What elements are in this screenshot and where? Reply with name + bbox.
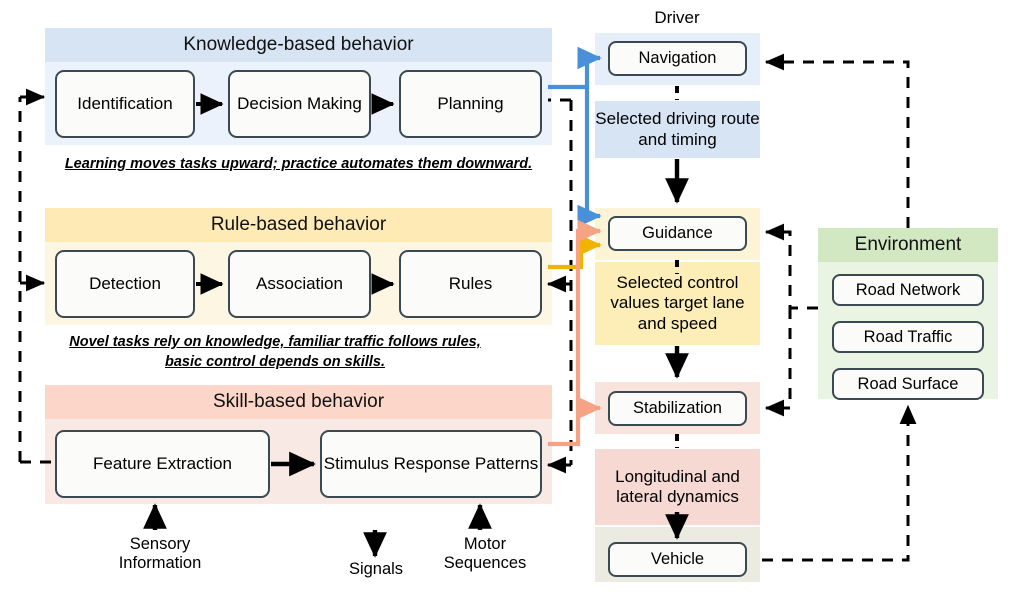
- rule-note-text: Novel tasks rely on knowledge, familiar …: [69, 334, 481, 370]
- rule-band-title: Rule-based behavior: [210, 214, 387, 235]
- rule-band-header: [45, 208, 552, 242]
- dashed-environment-to-stabilization: [764, 308, 792, 417]
- knowledge-note-text: Learning moves tasks upward; practice au…: [64, 156, 533, 172]
- rule-note: Novel tasks rely on knowledge, familiar …: [60, 333, 490, 372]
- node-vehicle[interactable]: Vehicle: [608, 542, 747, 577]
- node-road-traffic[interactable]: Road Traffic: [832, 321, 984, 353]
- knowledge-band-header: [45, 28, 552, 62]
- environment-band-header: [818, 228, 998, 262]
- knowledge-band-title: Knowledge-based behavior: [183, 34, 414, 55]
- link-planning-to-navigation: [548, 46, 602, 90]
- caption-signals: Signals: [348, 560, 404, 578]
- dashed-vehicle-to-environment: [762, 404, 917, 562]
- dashed-environment-to-guidance: [764, 223, 818, 310]
- caption-motor-sequences: Motor Sequences: [443, 535, 527, 573]
- node-stabilization[interactable]: Stabilization: [608, 391, 747, 426]
- skill-band-title: Skill-based behavior: [212, 391, 385, 412]
- node-stimulus-response-patterns[interactable]: Stimulus Response Patterns: [320, 430, 542, 498]
- node-guidance[interactable]: Guidance: [608, 216, 747, 251]
- node-road-network[interactable]: Road Network: [832, 274, 984, 306]
- environment-title: Environment: [854, 234, 962, 255]
- node-road-surface[interactable]: Road Surface: [832, 368, 984, 400]
- label-longitudinal-lateral-dynamics: Longitudinal and lateral dynamics: [615, 466, 740, 506]
- skill-band-header: [45, 385, 552, 419]
- node-navigation[interactable]: Navigation: [608, 41, 747, 76]
- link-stimulus-to-guidance: [548, 219, 602, 447]
- node-planning[interactable]: Planning: [399, 70, 542, 138]
- node-association[interactable]: Association: [228, 250, 371, 318]
- dashed-environment-to-navigation: [764, 53, 910, 228]
- control-band: [595, 262, 760, 345]
- node-detection[interactable]: Detection: [55, 250, 195, 318]
- link-rules-to-guidance: [548, 233, 602, 270]
- knowledge-note: Learning moves tasks upward; practice au…: [45, 155, 552, 175]
- caption-sensory-information: Sensory Information: [118, 535, 202, 573]
- label-selected-control-values: Selected control values target lane and …: [610, 273, 745, 333]
- route-band: [595, 101, 760, 158]
- label-selected-driving-route: Selected driving route and timing: [595, 109, 760, 149]
- node-rules[interactable]: Rules: [399, 250, 542, 318]
- node-feature-extraction[interactable]: Feature Extraction: [55, 430, 270, 498]
- node-decision-making[interactable]: Decision Making: [228, 70, 371, 138]
- node-identification[interactable]: Identification: [55, 70, 195, 138]
- driver-title: Driver: [654, 8, 700, 27]
